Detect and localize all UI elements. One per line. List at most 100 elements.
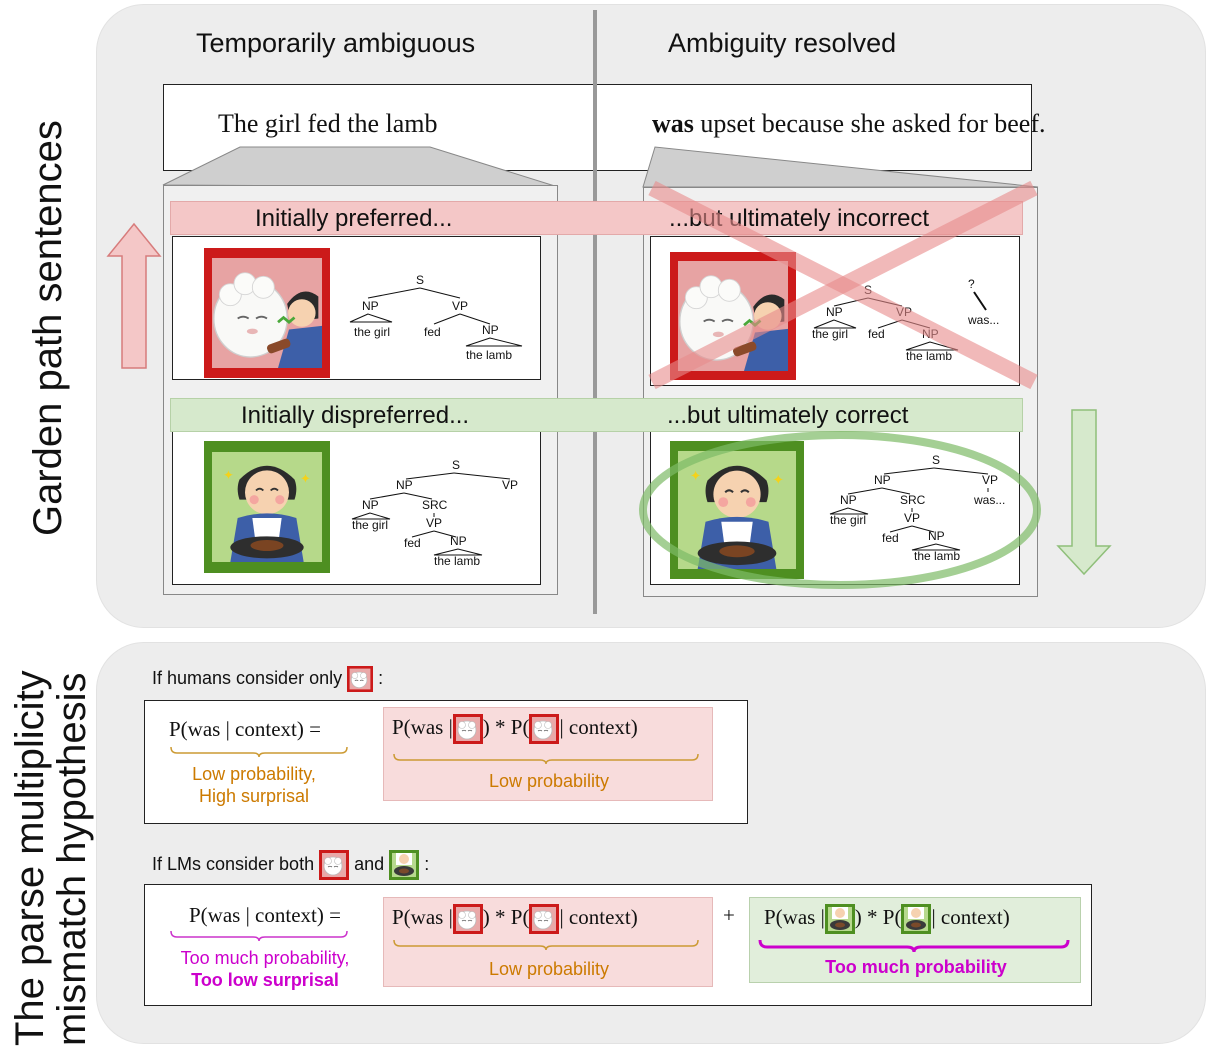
tree3-subj: the girl <box>352 518 388 532</box>
humans-rhs-brace <box>393 753 699 765</box>
tree3-vp2: VP <box>426 516 442 530</box>
tree1-np2: NP <box>482 323 499 337</box>
humans-lhs-note: Low probability, High surprisal <box>192 764 316 806</box>
column-header-left: Temporarily ambiguous <box>196 28 476 58</box>
lms-rhs: P(was | ) * P( | context) <box>392 904 638 934</box>
tree4-vp: VP <box>982 473 998 487</box>
parse-tree-preferred: S NP VP the girl fed NP the lamb <box>349 273 523 362</box>
humans-equation-box: P(was | context) = Low probability, High… <box>144 700 748 824</box>
humans-intro-text: If humans consider only <box>152 667 343 688</box>
lms-rhs2-b: ) * P( <box>854 904 902 929</box>
sentence-right-rest: upset because she asked for beef. <box>693 109 1046 138</box>
sheep-icon <box>347 666 373 692</box>
tree3-src: SRC <box>422 498 448 512</box>
lms-rhs-note: Low probability <box>488 959 610 979</box>
lms-rhs2-c: | context) <box>931 904 1010 929</box>
tree3-np: NP <box>396 478 413 492</box>
tree2-subj: the girl <box>812 327 848 341</box>
green-band-right-text: ...but ultimately correct <box>667 402 909 429</box>
sentence-right: was upset because she asked for beef. <box>652 109 1045 139</box>
tree3-vp: VP <box>502 478 518 492</box>
lms-rhs-brace <box>393 939 699 951</box>
humans-rhs-box: P(was | ) * P( | context) Low probability <box>383 707 713 801</box>
up-arrow-icon <box>106 222 162 369</box>
lms-rhs-b: ) * P( <box>482 904 530 929</box>
tree4-src: SRC <box>900 493 926 507</box>
tree4-verb: fed <box>882 531 899 545</box>
tree1-np: NP <box>362 299 379 313</box>
tree4-obj: the lamb <box>914 549 960 563</box>
tree3-verb: fed <box>404 536 421 550</box>
lms-rhs2-box: P(was | ) * P( | context) Too much probabi… <box>749 897 1081 983</box>
tree2-obj: the lamb <box>906 349 952 363</box>
tree3-np2: NP <box>450 534 467 548</box>
tree4-s: S <box>932 453 940 467</box>
sheep-picture-left <box>204 248 330 378</box>
sheep-icon <box>319 850 349 880</box>
lms-intro-text: If LMs consider both <box>152 853 315 874</box>
lms-plus: + <box>723 903 735 927</box>
tree1-verb: fed <box>424 325 441 339</box>
humans-rhs-note: Low probability <box>488 771 610 791</box>
boy-eating-icon <box>825 904 855 934</box>
incorrect-cross-line-2 <box>648 180 1038 390</box>
lms-equation-box: P(was | context) = Too much probability,… <box>144 884 1092 1006</box>
lms-rhs2-brace <box>758 939 1070 953</box>
boy-eating-icon <box>901 904 931 934</box>
correct-ellipse <box>639 431 1041 589</box>
red-band-left-text: Initially preferred... <box>255 205 453 232</box>
lms-intro-colon: : <box>424 853 430 874</box>
tree1-obj: the lamb <box>466 348 512 362</box>
column-header-right: Ambiguity resolved <box>668 28 897 58</box>
tree4-np1: NP <box>840 493 857 507</box>
tree2-verb: fed <box>868 327 885 341</box>
humans-rhs-c: | context) <box>559 714 638 739</box>
boy-picture-left <box>204 441 330 573</box>
sheep-icon <box>453 714 483 744</box>
humans-rhs: P(was | ) * P( | context) <box>392 714 638 744</box>
humans-intro: If humans consider only : <box>152 666 383 692</box>
tree1-s: S <box>416 273 424 287</box>
humans-rhs-a: P(was | <box>392 714 453 739</box>
tree4-np: NP <box>874 473 891 487</box>
tree1-vp: VP <box>452 299 468 313</box>
lms-lhs-note-1: Too much probability, <box>180 948 350 968</box>
sentence-right-bold: was <box>652 109 694 138</box>
tree4-np2: NP <box>928 529 945 543</box>
parse-tree-dispreferred: S NP VP NP SRC the girl VP fed NP the la… <box>351 458 518 568</box>
tree3-s: S <box>452 458 460 472</box>
green-band: Initially dispreferred... ...but ultimat… <box>170 398 1023 432</box>
sheep-icon <box>453 904 483 934</box>
parse-tree-correct: S NP VP was... NP SRC the girl VP fed NP… <box>829 453 1005 563</box>
red-band: Initially preferred... ...but ultimately… <box>170 201 1023 235</box>
humans-rhs-b: ) * P( <box>482 714 530 739</box>
green-band-left-text: Initially dispreferred... <box>241 402 470 429</box>
tree2-question: ? <box>968 277 975 291</box>
lms-lhs-note-2: Too low surprisal <box>191 970 339 990</box>
tree3-np1: NP <box>362 498 379 512</box>
tree4-subj: the girl <box>830 513 866 527</box>
humans-intro-colon: : <box>378 667 384 688</box>
tree4-vp2: VP <box>904 511 920 525</box>
lms-rhs2-a: P(was | <box>764 904 825 929</box>
sheep-icon <box>529 714 559 744</box>
lms-rhs2-note: Too much probability <box>825 957 1007 977</box>
lms-intro-and: and <box>354 853 385 874</box>
lms-rhs-a: P(was | <box>392 904 453 929</box>
lms-rhs2: P(was | ) * P( | context) <box>764 904 1010 934</box>
tree4-was: was... <box>973 493 1005 507</box>
tree2-np: NP <box>826 305 843 319</box>
tree1-subj: the girl <box>354 325 390 339</box>
tree3-obj: the lamb <box>434 554 480 568</box>
lms-rhs-c: | context) <box>559 904 638 929</box>
lms-lhs: P(was | context) = <box>189 903 341 927</box>
lms-intro: If LMs consider both and : <box>152 850 429 880</box>
humans-lhs: P(was | context) = <box>169 717 321 741</box>
sentence-left: The girl fed the lamb <box>218 109 438 138</box>
down-arrow-icon <box>1056 409 1112 576</box>
lms-rhs-box: P(was | ) * P( | context) Low probability <box>383 897 713 987</box>
sheep-icon <box>529 904 559 934</box>
boy-eating-icon <box>389 850 419 880</box>
